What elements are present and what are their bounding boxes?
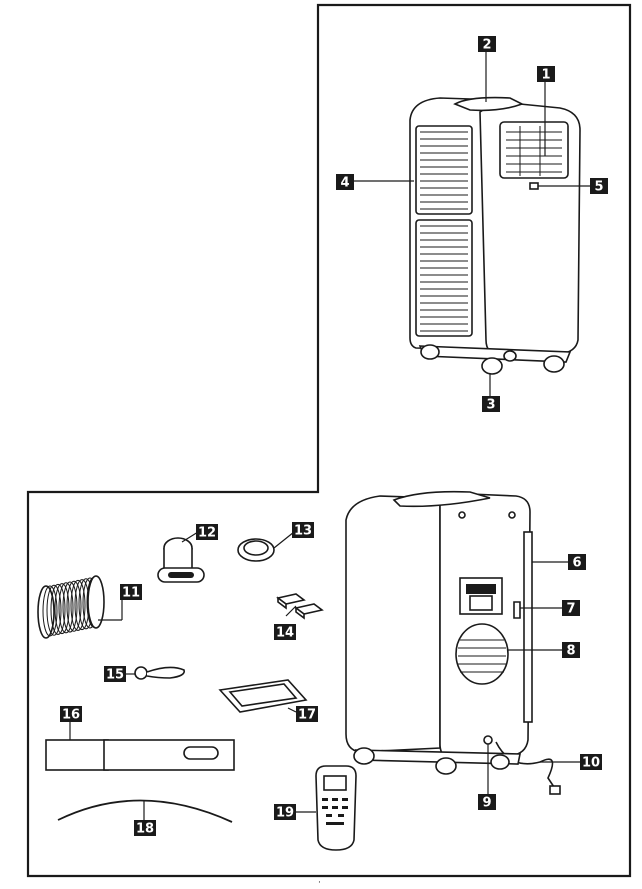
callout-7: 7	[562, 600, 580, 617]
callout-12: 12	[196, 524, 218, 541]
callout-9-label: 9	[482, 796, 491, 811]
callout-8: 8	[562, 642, 580, 659]
foam-blocks-illustration	[276, 593, 324, 620]
callout-4-label: 4	[340, 176, 349, 191]
callout-18-label: 18	[136, 822, 154, 837]
gasket-illustration	[218, 679, 308, 713]
callout-5-label: 5	[594, 180, 603, 195]
callout-13-label: 13	[294, 524, 312, 539]
clip-illustration	[134, 666, 186, 680]
callout-8-label: 8	[566, 644, 575, 659]
remote-control-illustration	[315, 765, 357, 851]
diagram-frame	[26, 3, 632, 878]
callout-14-label: 14	[276, 626, 294, 641]
callout-19: 19	[274, 804, 296, 821]
callout-16: 16	[60, 706, 82, 723]
callout-5: 5	[590, 178, 608, 195]
callout-11-label: 11	[122, 586, 140, 601]
callout-4: 4	[336, 174, 354, 191]
front-unit-illustration	[409, 96, 581, 375]
callout-9: 9	[478, 794, 496, 811]
callout-15-label: 15	[106, 668, 124, 683]
callout-3-label: 3	[486, 398, 495, 413]
callout-7-label: 7	[566, 602, 575, 617]
callout-2: 2	[478, 36, 496, 53]
hose-adapter-illustration	[157, 537, 205, 583]
callout-10-label: 10	[582, 756, 600, 771]
rear-unit-illustration	[345, 490, 561, 795]
leader-lines	[69, 50, 590, 820]
page-number: ·	[318, 878, 321, 888]
callout-2-label: 2	[482, 38, 491, 53]
callout-17: 17	[296, 706, 318, 723]
callout-3: 3	[482, 396, 500, 413]
callout-11: 11	[120, 584, 142, 601]
callout-6: 6	[568, 554, 586, 571]
callout-14: 14	[274, 624, 296, 641]
callout-15: 15	[104, 666, 126, 683]
callout-1: 1	[537, 66, 555, 83]
window-slider-illustration	[45, 739, 235, 771]
callout-17-label: 17	[298, 708, 316, 723]
hose-strip-illustration	[57, 799, 233, 823]
callout-12-label: 12	[198, 526, 216, 541]
connector-ring-illustration	[237, 538, 275, 562]
callout-19-label: 19	[276, 806, 294, 821]
callout-10: 10	[580, 754, 602, 771]
exhaust-hose-illustration	[37, 575, 105, 639]
callout-6-label: 6	[572, 556, 581, 571]
callout-16-label: 16	[62, 708, 80, 723]
callout-18: 18	[134, 820, 156, 837]
callout-1-label: 1	[541, 68, 550, 83]
callout-13: 13	[292, 522, 314, 539]
